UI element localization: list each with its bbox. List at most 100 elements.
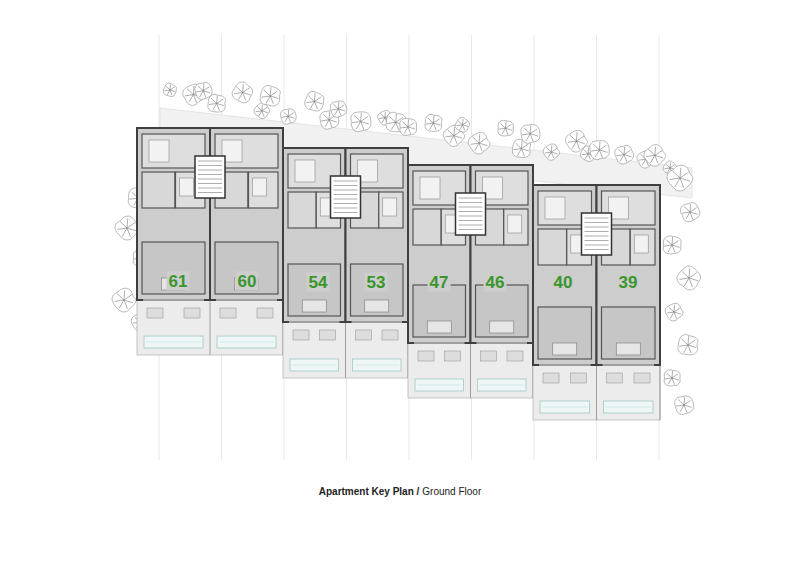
tree-branch: [624, 155, 627, 162]
tree-crown: [400, 118, 417, 135]
bathroom: [538, 229, 567, 265]
stair-tread: [459, 216, 483, 217]
tree-branch: [672, 237, 674, 245]
tree-branch: [672, 371, 674, 378]
tree-branch: [684, 207, 690, 212]
tree-branch: [674, 312, 677, 319]
tree-branch: [463, 121, 468, 124]
tree-branch: [585, 154, 588, 159]
tree-branch: [396, 122, 399, 130]
tree-symbol: [678, 335, 698, 355]
tree-branch: [361, 121, 364, 129]
tree-branch: [516, 143, 522, 148]
apartment-unit: [533, 185, 597, 365]
tree-branch: [262, 111, 264, 117]
tree-branch: [682, 212, 690, 213]
bed: [383, 198, 397, 216]
bed: [295, 160, 315, 182]
tree-branch: [506, 124, 512, 128]
unit-number: 46: [484, 273, 507, 292]
buildings: [137, 128, 660, 420]
tree-branch: [650, 155, 654, 163]
tree-branch: [338, 102, 340, 109]
tree-branch: [684, 405, 687, 412]
tree-symbol: [330, 101, 346, 117]
apartment-unit: [408, 165, 471, 343]
tree-crown: [115, 216, 139, 240]
tree-branch: [360, 113, 362, 122]
tree-branch: [282, 116, 289, 118]
tree-branch: [216, 96, 218, 104]
tree-branch: [454, 131, 461, 136]
tree-branch: [259, 111, 262, 116]
tree-symbol: [521, 125, 540, 144]
tree-symbol: [281, 109, 297, 124]
tree-branch: [332, 109, 339, 110]
tree-branch: [665, 378, 672, 379]
stair-tread: [198, 188, 222, 189]
unit-number: 61: [167, 272, 190, 291]
tree-branch: [654, 147, 656, 156]
tree-branch: [680, 178, 684, 188]
tree-branch: [655, 155, 663, 158]
pool: [415, 379, 464, 391]
bed: [634, 235, 648, 253]
tree-branch: [115, 300, 124, 301]
tree-branch: [454, 136, 462, 139]
tree-branch: [236, 87, 242, 93]
lounger: [607, 373, 623, 383]
tree-branch: [261, 105, 262, 111]
tree-branch: [479, 134, 481, 143]
tree-branch: [314, 93, 316, 101]
tree-branch: [530, 125, 532, 133]
tree-branch: [576, 136, 583, 141]
tree-branch: [285, 116, 288, 122]
tree-crown: [281, 109, 297, 124]
tree-branch: [329, 120, 337, 122]
tree-symbol: [677, 266, 701, 290]
stair-tread: [334, 185, 358, 186]
tree-branch: [479, 143, 487, 146]
stair-tread: [334, 208, 358, 209]
tree-symbol: [590, 141, 609, 160]
tree-branch: [688, 336, 690, 345]
apartment-unit: [210, 128, 283, 300]
tree-branch: [680, 172, 689, 178]
tree-symbol: [665, 303, 683, 321]
tree-branch: [170, 90, 172, 95]
tree-crown: [425, 114, 442, 131]
tree-branch: [479, 138, 486, 143]
tree-branch: [672, 245, 680, 247]
floor-label: Ground Floor: [422, 486, 481, 497]
bedroom: [249, 172, 279, 208]
unit-number: 39: [617, 273, 640, 292]
tree-branch: [120, 221, 127, 228]
tree-branch: [395, 114, 397, 123]
tree-symbol: [667, 165, 693, 191]
bathroom: [413, 209, 441, 245]
unit-number: 40: [552, 273, 575, 292]
tree-branch: [624, 147, 626, 155]
stair-core: [195, 156, 225, 198]
tree-branch: [203, 87, 209, 91]
tree-symbol: [115, 216, 139, 240]
terrace: [137, 300, 283, 355]
tree-branch: [338, 105, 344, 109]
tree-branch: [655, 155, 658, 163]
tree-branch: [257, 107, 262, 111]
tree-branch: [203, 91, 206, 98]
sofa: [553, 343, 577, 355]
tree-branch: [675, 178, 680, 187]
terrace-divider: [596, 365, 597, 420]
tree-branch: [404, 127, 408, 134]
tree-branch: [454, 136, 457, 144]
tree-crown: [305, 91, 324, 111]
tree-branch: [242, 84, 244, 92]
tree-branch: [323, 114, 329, 119]
tree-crown: [543, 144, 559, 160]
pool-line: [219, 342, 274, 343]
stair-tread: [198, 174, 222, 175]
tree-branch: [576, 141, 584, 144]
tree-branch: [266, 96, 270, 104]
tree-branch: [551, 148, 556, 152]
